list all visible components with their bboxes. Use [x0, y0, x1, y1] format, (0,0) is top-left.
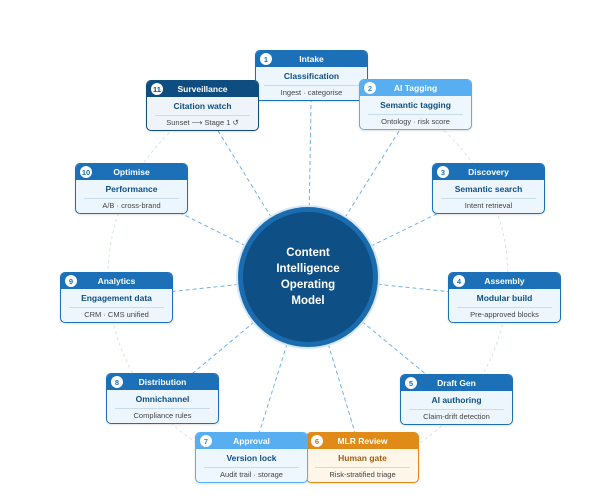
stage-subtitle: Semantic search — [454, 184, 523, 194]
card-body: AI authoring Claim-drift detection — [401, 395, 512, 421]
stage-number-badge: 8 — [111, 376, 123, 388]
stage-card-approval[interactable]: 7 Approval Version lock Audit trail · st… — [195, 432, 308, 483]
stage-note: Pre-approved blocks — [470, 310, 539, 319]
card-body: Citation watch Sunset ⟶ Stage 1 ↺ — [147, 101, 258, 127]
stage-card-surveillance[interactable]: 11 Surveillance Citation watch Sunset ⟶ … — [146, 80, 259, 131]
hub-line: Model — [291, 295, 325, 307]
stage-label: MLR Review — [337, 436, 388, 446]
card-divider — [368, 114, 463, 115]
stage-note: Ontology · risk score — [381, 117, 450, 126]
card-header: 5 Draft Gen — [401, 375, 512, 391]
stage-number-badge: 3 — [437, 166, 449, 178]
card-header: 3 Discovery — [433, 164, 544, 180]
stage-subtitle: Modular build — [476, 293, 533, 303]
stage-subtitle: AI authoring — [431, 395, 482, 405]
stage-number-badge: 10 — [80, 166, 92, 178]
stage-label: Optimise — [113, 167, 150, 177]
stage-label: Assembly — [484, 276, 525, 286]
card-divider — [204, 467, 299, 468]
card-header: 11 Surveillance — [147, 81, 258, 97]
card-body: Modular build Pre-approved blocks — [449, 293, 560, 319]
stage-subtitle: Classification — [283, 71, 340, 81]
stage-number-badge: 9 — [65, 275, 77, 287]
stage-subtitle: Performance — [105, 184, 158, 194]
card-header: 8 Distribution — [107, 374, 218, 390]
card-header: 4 Assembly — [449, 273, 560, 289]
central-hub: Content Intelligence Operating Model — [238, 207, 378, 347]
card-header: 10 Optimise — [76, 164, 187, 180]
stage-note: Intent retrieval — [464, 201, 513, 210]
card-header: 9 Analytics — [61, 273, 172, 289]
card-body: Version lock Audit trail · storage — [196, 453, 307, 479]
stage-note: A/B · cross-brand — [102, 201, 161, 210]
stage-label: Distribution — [138, 377, 187, 387]
stage-label: Discovery — [468, 167, 509, 177]
stage-number-badge: 5 — [405, 377, 417, 389]
stage-note: Sunset ⟶ Stage 1 ↺ — [166, 118, 239, 127]
stage-label: Analytics — [97, 276, 136, 286]
stage-label: AI Tagging — [393, 83, 438, 93]
stage-card-optimise[interactable]: 10 Optimise Performance A/B · cross-bran… — [75, 163, 188, 214]
stage-number-badge: 7 — [200, 435, 212, 447]
connector-line — [307, 104, 416, 278]
stage-label: Intake — [299, 54, 324, 64]
stage-subtitle: Human gate — [338, 453, 387, 463]
stage-note: Audit trail · storage — [220, 470, 283, 479]
stage-number-badge: 11 — [151, 83, 163, 95]
stage-number-badge: 6 — [311, 435, 323, 447]
stage-card-ai-tagging[interactable]: 2 AI Tagging Semantic tagging Ontology ·… — [359, 79, 472, 130]
hub-line: Operating — [280, 279, 336, 291]
card-divider — [84, 198, 179, 199]
stage-number-badge: 4 — [453, 275, 465, 287]
stage-card-intake[interactable]: 1 Intake Classification Ingest · categor… — [255, 50, 368, 101]
stage-subtitle: Version lock — [226, 453, 277, 463]
stage-subtitle: Engagement data — [81, 293, 152, 303]
card-header: 7 Approval — [196, 433, 307, 449]
stage-label: Surveillance — [177, 84, 228, 94]
connector-line — [202, 105, 309, 278]
hub-line: Content — [286, 247, 330, 259]
card-divider — [457, 307, 552, 308]
card-divider — [69, 307, 164, 308]
card-body: Semantic tagging Ontology · risk score — [360, 100, 471, 126]
stage-label: Approval — [233, 436, 270, 446]
card-divider — [315, 467, 410, 468]
stage-note: CRM · CMS unified — [84, 310, 149, 319]
stage-note: Compliance rules — [133, 411, 192, 420]
stage-note: Claim-drift detection — [423, 412, 490, 421]
card-divider — [115, 408, 210, 409]
card-body: Engagement data CRM · CMS unified — [61, 293, 172, 319]
stage-number-badge: 2 — [364, 82, 376, 94]
connector-line — [307, 75, 312, 278]
card-body: Performance A/B · cross-brand — [76, 184, 187, 210]
card-divider — [441, 198, 536, 199]
card-body: Classification Ingest · categorise — [256, 71, 367, 97]
stage-card-assembly[interactable]: 4 Assembly Modular build Pre-approved bl… — [448, 272, 561, 323]
stage-number-badge: 1 — [260, 53, 272, 65]
stage-label: Draft Gen — [437, 378, 476, 388]
card-header: 1 Intake — [256, 51, 367, 67]
card-divider — [155, 115, 250, 116]
hub-line: Intelligence — [276, 263, 340, 275]
card-body: Omnichannel Compliance rules — [107, 394, 218, 420]
stage-card-analytics[interactable]: 9 Analytics Engagement data CRM · CMS un… — [60, 272, 173, 323]
stage-subtitle: Citation watch — [173, 101, 232, 111]
stage-subtitle: Semantic tagging — [380, 100, 451, 110]
stage-note: Risk-stratified triage — [329, 470, 396, 479]
stage-card-discovery[interactable]: 3 Discovery Semantic search Intent retri… — [432, 163, 545, 214]
stage-card-draft-gen[interactable]: 5 Draft Gen AI authoring Claim-drift det… — [400, 374, 513, 425]
card-header: 6 MLR Review — [307, 433, 418, 449]
card-header: 2 AI Tagging — [360, 80, 471, 96]
card-body: Semantic search Intent retrieval — [433, 184, 544, 210]
stage-card-distribution[interactable]: 8 Distribution Omnichannel Compliance ru… — [106, 373, 219, 424]
stage-note: Ingest · categorise — [280, 88, 343, 97]
stage-subtitle: Omnichannel — [135, 394, 190, 404]
card-divider — [264, 85, 359, 86]
stage-card-mlr-review[interactable]: 6 MLR Review Human gate Risk-stratified … — [306, 432, 419, 483]
card-body: Human gate Risk-stratified triage — [307, 453, 418, 479]
card-divider — [409, 409, 504, 410]
connector-line — [307, 188, 489, 278]
hub-title: Content Intelligence Operating Model — [260, 245, 356, 309]
